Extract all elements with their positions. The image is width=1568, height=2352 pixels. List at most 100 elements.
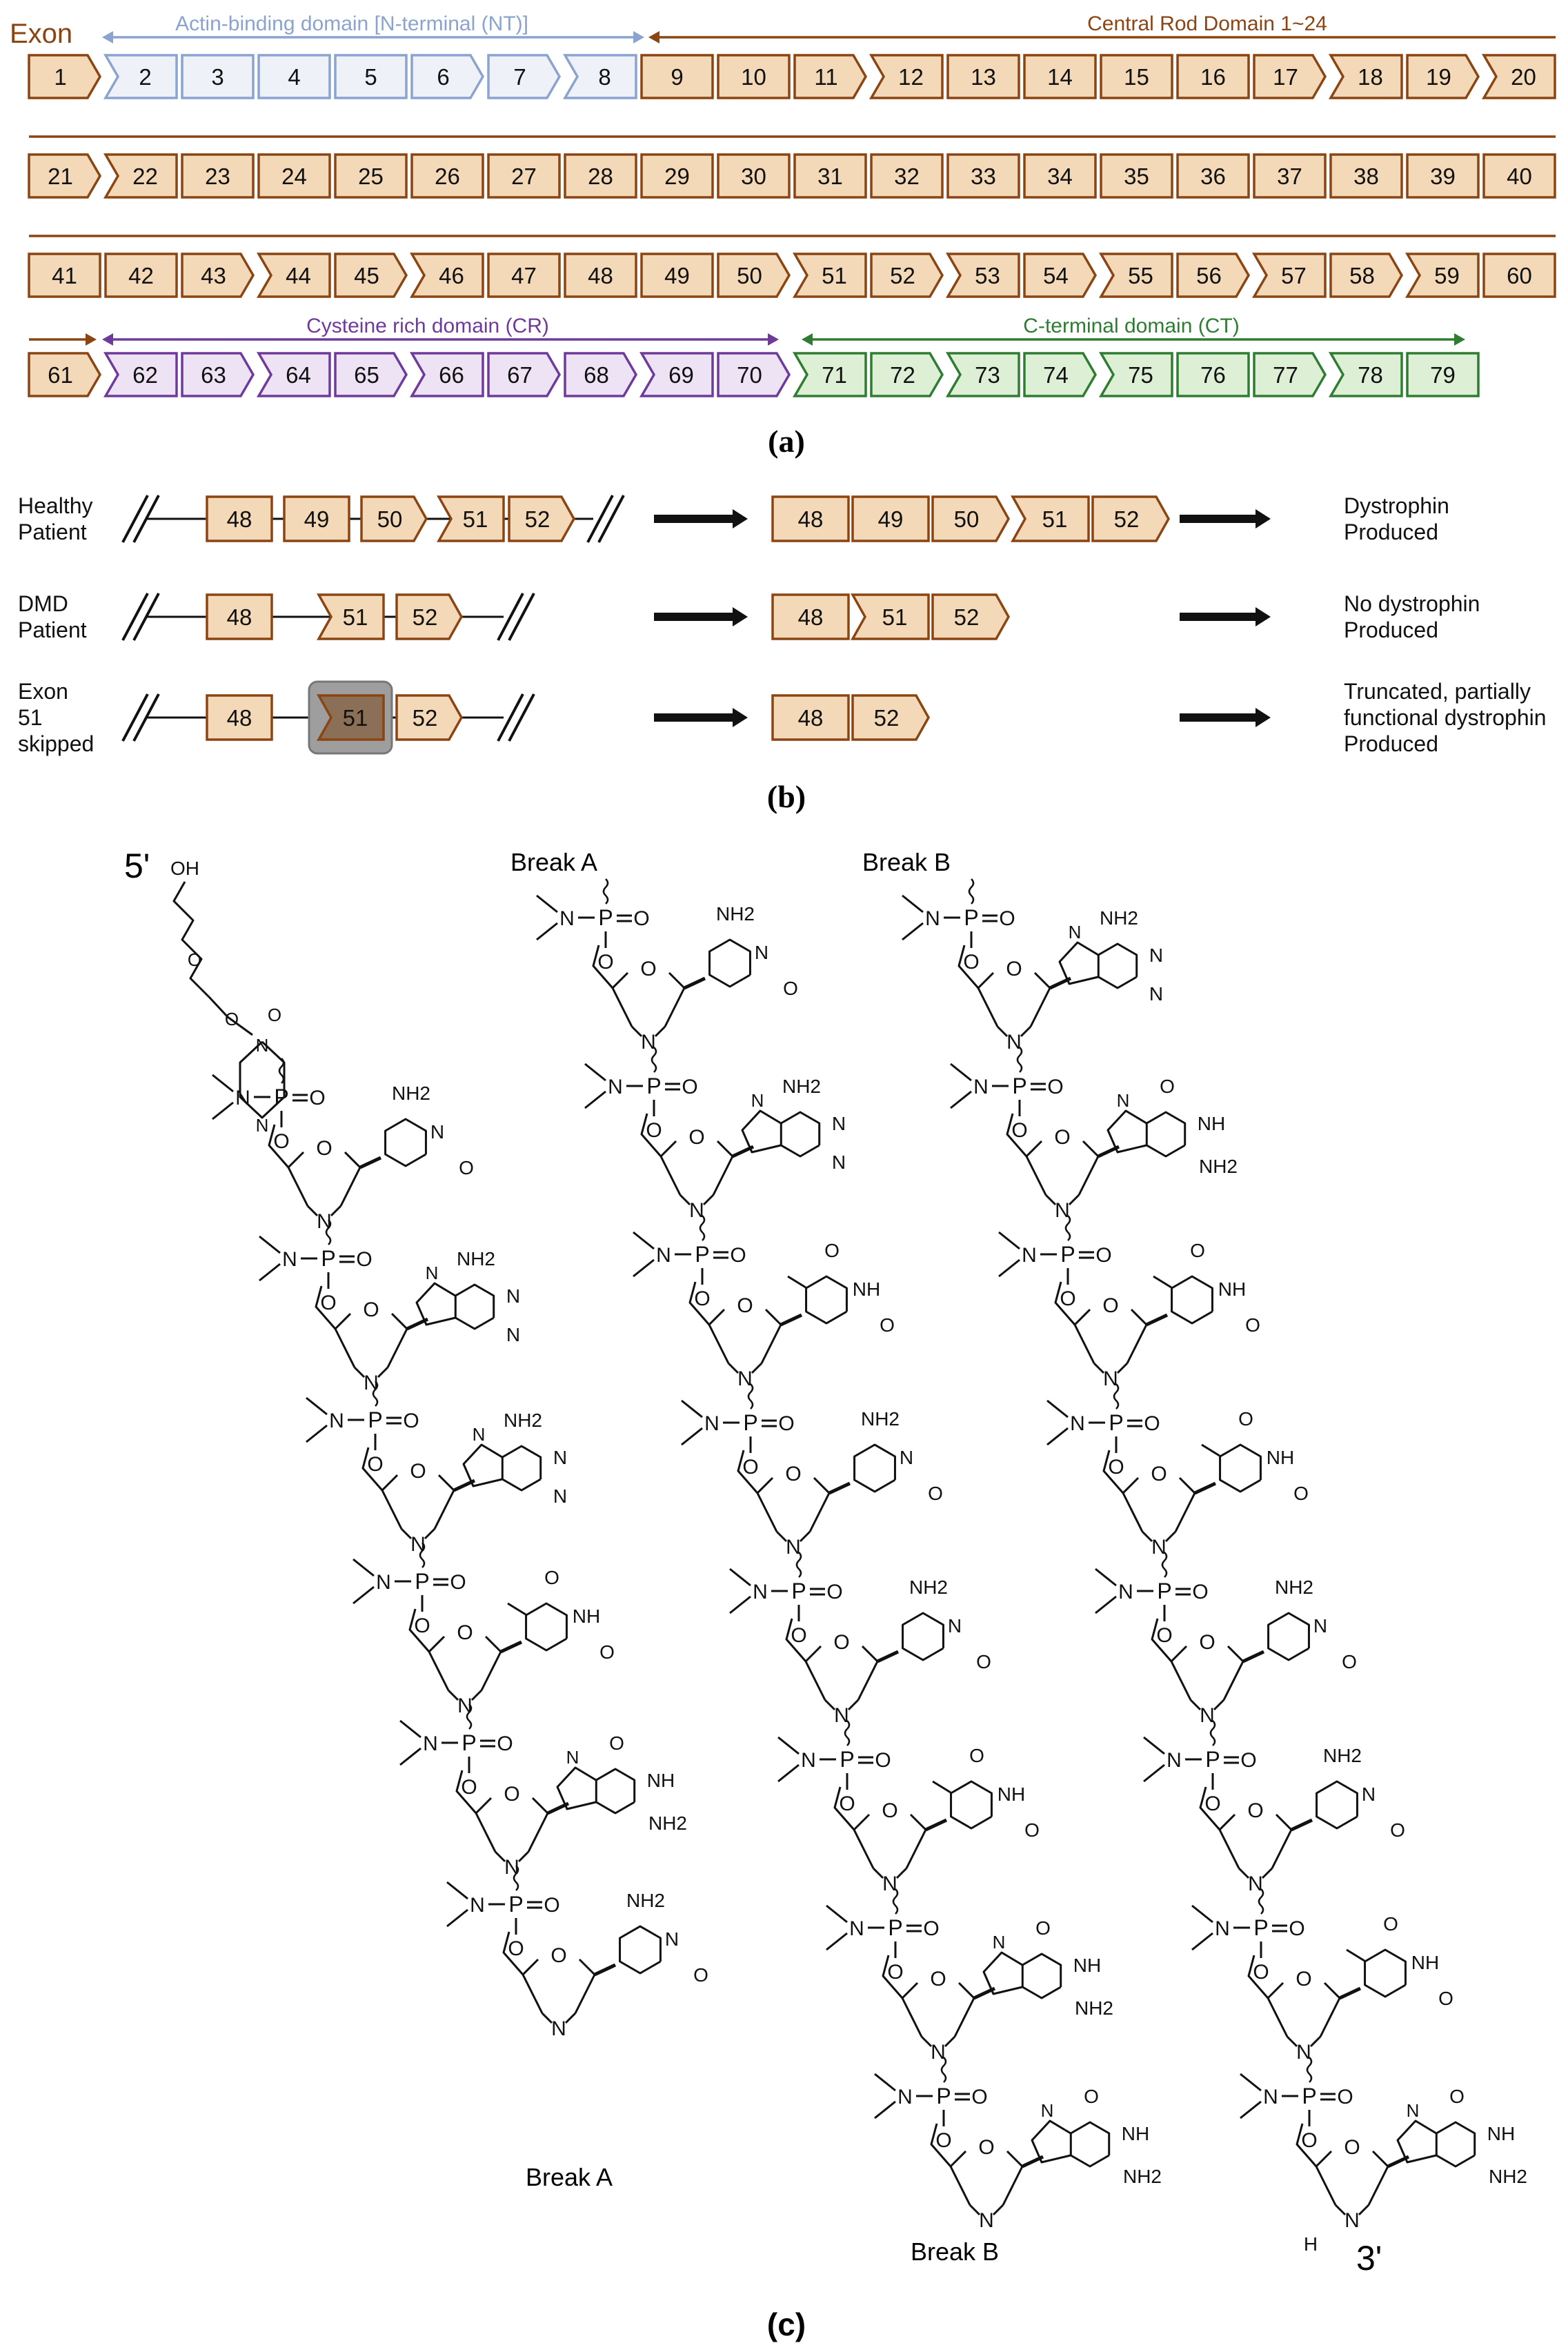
- phosphorus: P: [508, 1892, 523, 1917]
- gene-break-right: [497, 593, 535, 641]
- exon-shape: [206, 593, 273, 640]
- ring-bond: [708, 1308, 726, 1326]
- exon-number: 50: [737, 263, 762, 288]
- ring-bond: [764, 1308, 782, 1326]
- carbonyl-o: O: [1024, 1819, 1040, 1841]
- ring-bond: [1170, 1661, 1192, 1701]
- methyl: [1240, 2073, 1262, 2092]
- exon-shape: [1406, 153, 1480, 199]
- ring-bond: [1222, 1661, 1244, 1701]
- exon-shape: [1329, 153, 1403, 199]
- phosphoryl-oxygen: O: [1047, 1076, 1063, 1098]
- exon-number: 4: [288, 64, 300, 90]
- exon-shape: [564, 253, 637, 298]
- exon-shape: [1023, 253, 1098, 298]
- exon-40: 40: [1482, 153, 1556, 199]
- exon-number: 48: [798, 506, 824, 532]
- ring-bond: [1358, 2204, 1370, 2216]
- ring-nh: NH: [573, 1605, 600, 1627]
- exon-shape: [870, 153, 944, 199]
- wedge-bond: [499, 1640, 523, 1654]
- ring-n: N: [900, 1447, 913, 1468]
- ring-bond: [1371, 2150, 1389, 2168]
- exon-shape: [717, 253, 791, 298]
- ring-nh: NH: [1218, 1278, 1246, 1300]
- ring-bond: [977, 971, 995, 989]
- ring-nitrogen: N: [1055, 1199, 1070, 1222]
- ring-bond: [1126, 1324, 1148, 1364]
- ring-bond: [1068, 1194, 1080, 1206]
- row-title-line: Exon: [18, 679, 68, 704]
- exon-shape: [1482, 253, 1556, 298]
- ring-bond: [1275, 1813, 1293, 1831]
- ester-oxygen: O: [1204, 1792, 1220, 1815]
- ring-bond: [977, 987, 999, 1027]
- ring-bond: [702, 1194, 715, 1206]
- ch2-link: [315, 1285, 337, 1330]
- dimethylamino-n: N: [376, 1571, 391, 1594]
- exon-number: 6: [437, 64, 449, 90]
- exon-52: 52: [870, 253, 944, 298]
- exon-66: 66: [409, 352, 484, 397]
- methyl: [998, 1258, 1020, 1278]
- dimethylamino-n: N: [1118, 1581, 1133, 1603]
- exon-shape: [792, 352, 867, 397]
- exon-9: 9: [640, 54, 714, 99]
- exon-55: 55: [1098, 253, 1173, 298]
- phosphorus: P: [888, 1915, 902, 1940]
- exon-shape: [1406, 54, 1480, 99]
- cys-arrow-head-left: [102, 333, 113, 346]
- ring-nh: NH: [1411, 1952, 1439, 1973]
- ring-bond: [1082, 1140, 1100, 1158]
- ch2-link: [930, 2123, 952, 2167]
- ring-bond: [920, 2035, 933, 2048]
- exon-48: 48: [206, 694, 273, 741]
- purine-six-ring: [1069, 2121, 1111, 2168]
- exon-77: 77: [1253, 352, 1327, 397]
- exon-69: 69: [639, 352, 714, 397]
- exon-number: 21: [48, 164, 73, 189]
- ring-oxygen: O: [550, 1944, 566, 1967]
- ester-oxygen: O: [646, 1119, 662, 1142]
- purine-five-ring: [741, 1109, 782, 1154]
- exon-shape: [334, 253, 408, 298]
- phosphoryl-oxygen: O: [875, 1749, 891, 1772]
- ch2-link: [882, 1955, 904, 1999]
- exon-number: 52: [954, 604, 980, 630]
- arrow-to-mrna: [654, 607, 748, 626]
- piperazine-n: N: [256, 1035, 269, 1056]
- exon-57: 57: [1251, 253, 1327, 298]
- phosphorus: P: [415, 1569, 429, 1594]
- exon-30: 30: [717, 153, 791, 199]
- exon-74: 74: [1023, 352, 1098, 397]
- ring-bond: [611, 971, 629, 989]
- ring-bond: [480, 1651, 502, 1691]
- ch2-link: [1151, 1618, 1173, 1662]
- carbonyl-o: O: [1084, 2086, 1099, 2107]
- exon-number: 50: [954, 506, 980, 532]
- exon-number: 7: [513, 64, 526, 90]
- ring-oxygen: O: [1102, 1294, 1118, 1317]
- cys-arrow-head-right: [768, 333, 779, 346]
- result-line: functional dystrophin: [1344, 705, 1547, 730]
- phosphoryl-oxygen: O: [1240, 1749, 1256, 1772]
- ring-bond: [377, 1366, 389, 1378]
- exon-shape: [1176, 253, 1251, 298]
- ring-bond: [1073, 1324, 1095, 1364]
- ring-bond: [1029, 987, 1051, 1027]
- exon-60: 60: [1482, 253, 1556, 298]
- methyl: [681, 1427, 703, 1446]
- wavy-bond: [1209, 1720, 1216, 1746]
- exon-number: 24: [281, 164, 307, 189]
- exon-shape: [1011, 495, 1090, 542]
- exon-shape: [317, 593, 385, 640]
- amino-group: NH2: [1123, 2166, 1162, 2187]
- amino-group: NH2: [626, 1890, 665, 1911]
- exon-shape: [28, 352, 102, 397]
- exon-number: 42: [128, 263, 154, 288]
- panel-a-exon-map: Exon Actin-binding domain [N-terminal (N…: [10, 12, 1556, 459]
